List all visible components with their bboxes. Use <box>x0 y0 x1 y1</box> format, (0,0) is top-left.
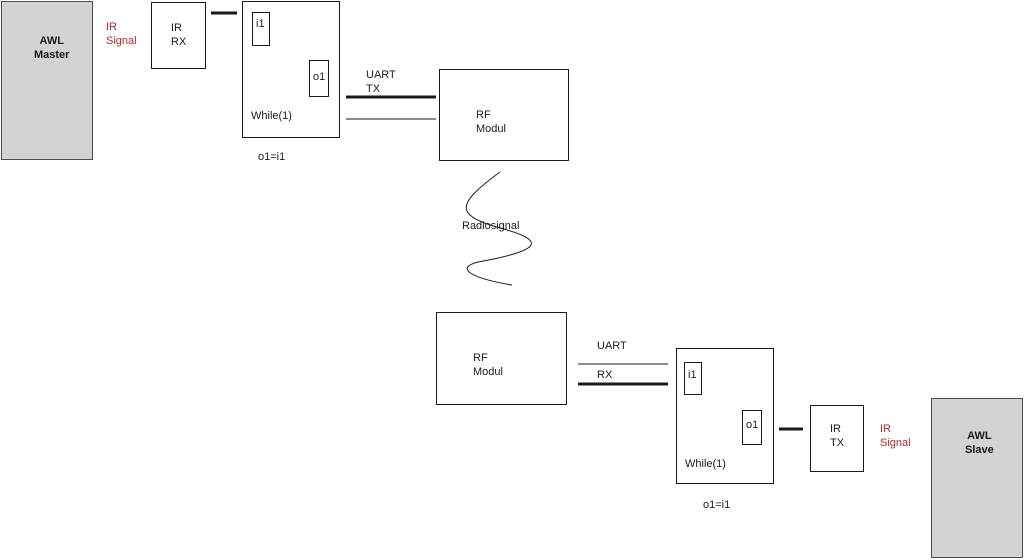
slave-rx-label: RX <box>597 369 613 381</box>
slave-ir-signal-label: IR Signal <box>880 423 911 449</box>
master-rf-label: RF Modul <box>476 109 506 135</box>
slave-output-label: o1 <box>746 419 759 431</box>
master-output-label: o1 <box>313 71 326 83</box>
radiosignal-label: Radiosignal <box>462 220 520 232</box>
slave-output-box: o1 <box>742 410 762 445</box>
ir-tx-label: IR TX <box>830 423 845 449</box>
ir-rx-label: IR RX <box>171 22 187 48</box>
master-input-label: i1 <box>256 18 265 30</box>
ir-tx-box: IR TX <box>810 405 864 472</box>
slave-rf-module: RF Modul <box>436 312 567 405</box>
awl-master-label: AWL Master <box>34 35 70 61</box>
master-ir-signal-label: IR Signal <box>106 21 137 47</box>
slave-uart-label: UART <box>597 340 627 352</box>
radio-wave <box>466 171 532 286</box>
slave-input-box: i1 <box>684 362 702 395</box>
master-output-box: o1 <box>309 60 329 97</box>
master-input-box: i1 <box>252 12 270 46</box>
master-rf-module: RF Modul <box>439 69 569 161</box>
slave-assign-label: o1=i1 <box>703 499 731 511</box>
awl-slave-label: AWL Slave <box>965 430 994 456</box>
master-assign-label: o1=i1 <box>258 151 286 163</box>
awl-master-device: AWL Master <box>1 1 93 160</box>
slave-loop-label: While(1) <box>685 458 726 470</box>
awl-slave-device: AWL Slave <box>931 398 1023 558</box>
slave-input-label: i1 <box>688 369 697 381</box>
master-loop-label: While(1) <box>251 110 292 122</box>
slave-rf-label: RF Modul <box>473 352 503 378</box>
ir-rx-box: IR RX <box>151 2 206 69</box>
master-uart-label: UART TX <box>366 69 396 95</box>
